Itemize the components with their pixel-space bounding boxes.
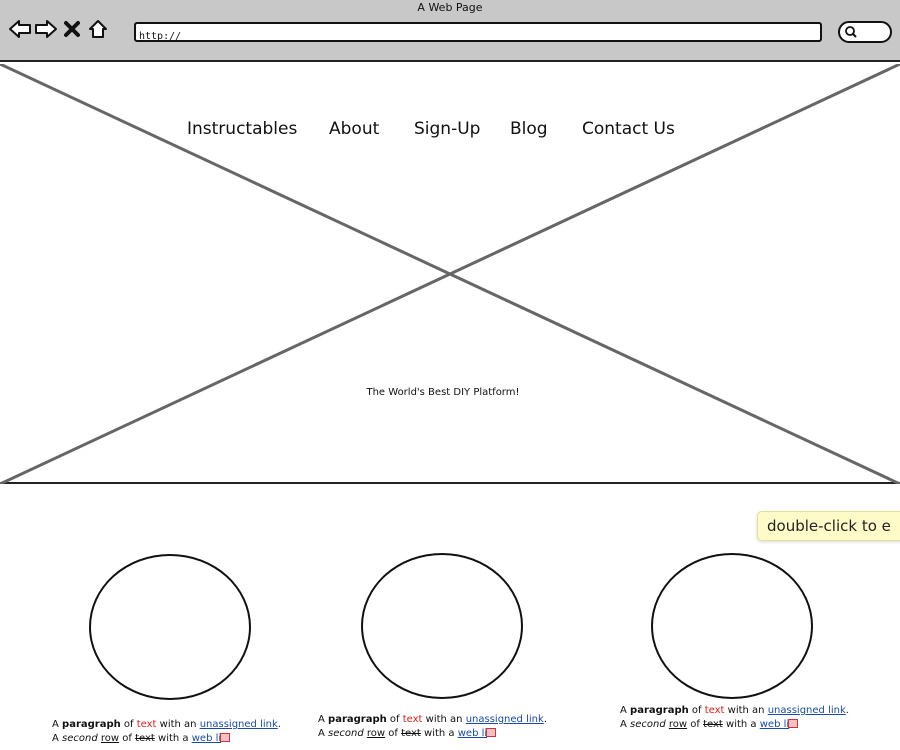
italic-text: second [328, 728, 364, 739]
strikethrough-text: text [401, 728, 421, 739]
nav-link-sign-up[interactable]: Sign-Up [414, 119, 481, 139]
paragraph-line-2: A second row of text with a web li [318, 727, 547, 741]
red-text: text [402, 714, 423, 725]
nav-link-instructables[interactable]: Instructables [187, 119, 298, 139]
web-link[interactable]: web li [759, 719, 790, 730]
external-link-icon [788, 719, 799, 728]
unassigned-link[interactable]: unassigned link [199, 719, 278, 730]
underlined-text: row [366, 728, 386, 739]
text-run: A [52, 733, 63, 744]
text-run: of [687, 719, 704, 730]
strikethrough-text: text [135, 733, 155, 744]
window-title: A Web Page [417, 1, 483, 14]
feature-paragraph-2: A paragraph of text with an unassigned l… [318, 713, 547, 741]
nav-link-about[interactable]: About [329, 119, 380, 139]
paragraph-line-2: A second row of text with a web li [52, 732, 281, 746]
text-run: of [688, 705, 705, 716]
paragraph-line-1: A paragraph of text with an unassigned l… [620, 704, 849, 718]
text-run: A [52, 719, 63, 730]
browser-search-box[interactable] [838, 21, 892, 43]
external-link-icon [220, 733, 231, 742]
text-run: of [385, 728, 402, 739]
text-run: . [845, 705, 849, 716]
text-run: of [386, 714, 403, 725]
text-run: with an [156, 719, 200, 730]
unassigned-link[interactable]: unassigned link [465, 714, 544, 725]
text-run: A [318, 728, 329, 739]
hero-image-placeholder: Instructables About Sign-Up Blog Contact… [0, 64, 900, 484]
main-navigation: Instructables About Sign-Up Blog Contact… [0, 119, 900, 143]
feature-paragraph-1: A paragraph of text with an unassigned l… [52, 718, 281, 746]
feature-paragraph-3: A paragraph of text with an unassigned l… [620, 704, 849, 732]
image-placeholder-cross [0, 64, 900, 484]
feature-circle-3 [651, 553, 813, 699]
nav-link-contact-us[interactable]: Contact Us [582, 119, 675, 139]
feature-circle-2 [361, 553, 523, 699]
text-run: . [277, 719, 281, 730]
italic-text: second [630, 719, 666, 730]
underlined-text: row [668, 719, 688, 730]
text-run: of [120, 719, 137, 730]
feature-circle-1 [89, 554, 251, 700]
bold-text: paragraph [328, 714, 387, 725]
browser-toolbar: A Web Page [0, 0, 900, 62]
text-run: with a [154, 733, 192, 744]
browser-nav-buttons [8, 16, 112, 42]
back-arrow-icon[interactable] [8, 17, 32, 41]
home-icon[interactable] [86, 17, 110, 41]
bold-text: paragraph [630, 705, 689, 716]
forward-arrow-icon[interactable] [34, 17, 58, 41]
unassigned-link[interactable]: unassigned link [767, 705, 846, 716]
stop-icon[interactable] [60, 17, 84, 41]
underlined-text: row [100, 733, 120, 744]
text-run: A [318, 714, 329, 725]
bold-text: paragraph [62, 719, 121, 730]
text-run: with a [722, 719, 760, 730]
text-run: A [620, 719, 631, 730]
external-link-icon [486, 728, 497, 737]
url-input[interactable] [136, 28, 820, 45]
address-bar[interactable] [134, 22, 822, 45]
text-run: A [620, 705, 631, 716]
web-link[interactable]: web li [191, 733, 222, 744]
text-run: of [119, 733, 136, 744]
italic-text: second [62, 733, 98, 744]
web-link[interactable]: web li [457, 728, 488, 739]
text-run: with an [724, 705, 768, 716]
search-icon [845, 26, 857, 38]
red-text: text [136, 719, 157, 730]
text-run: . [543, 714, 547, 725]
hero-tagline: The World's Best DIY Platform! [366, 387, 520, 398]
edit-tooltip: double-click to e [757, 511, 900, 541]
text-run: with a [420, 728, 458, 739]
text-run: with an [422, 714, 466, 725]
paragraph-line-1: A paragraph of text with an unassigned l… [318, 713, 547, 727]
strikethrough-text: text [703, 719, 723, 730]
paragraph-line-1: A paragraph of text with an unassigned l… [52, 718, 281, 732]
paragraph-line-2: A second row of text with a web li [620, 718, 849, 732]
red-text: text [704, 705, 725, 716]
nav-link-blog[interactable]: Blog [510, 119, 548, 139]
